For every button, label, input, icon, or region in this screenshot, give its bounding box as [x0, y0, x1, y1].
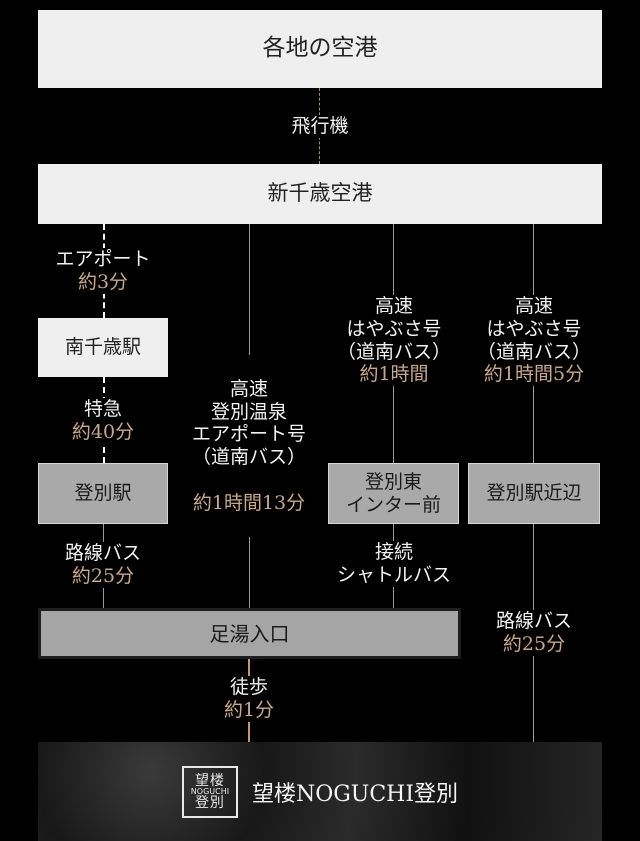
- edge-time: 約1分: [223, 698, 275, 721]
- edge-mode: 高速 はやぶさ号 （道南バス）: [336, 295, 451, 363]
- edge-label-local-bus: 路線バス 約25分: [48, 542, 158, 588]
- edge-label-local-bus-2: 路線バス 約25分: [478, 610, 590, 656]
- node-new-chitose-airport: 新千歳空港: [38, 164, 602, 224]
- edge-time: 約40分: [71, 420, 135, 443]
- node-destination: 望楼 NOGUCHI 登別 望楼NOGUCHI登別: [38, 742, 602, 841]
- node-label: 登別駅: [74, 482, 132, 505]
- node-label: 登別駅近辺: [486, 482, 582, 505]
- node-label: 各地の空港: [262, 35, 378, 62]
- edge-mode: 飛行機: [291, 115, 349, 137]
- edge-time: 約25分: [502, 632, 566, 655]
- logo-line: 登別: [194, 794, 225, 811]
- node-noboribetsu-station: 登別駅: [38, 463, 168, 524]
- edge-label-hayabusa-1: 高速 はやぶさ号 （道南バス） 約1時間: [330, 295, 458, 387]
- edge-mode: 路線バス: [64, 542, 141, 564]
- logo-line: 望楼: [194, 772, 225, 789]
- node-label: 南千歳駅: [64, 336, 141, 359]
- edge-time: 約25分: [71, 564, 135, 587]
- edge-time: 約1時間5分: [483, 363, 585, 386]
- node-label: 足湯入口: [209, 621, 290, 646]
- node-ashiyu-iriguchi: 足湯入口: [38, 608, 461, 659]
- edge-label-plane: 飛行機: [270, 115, 370, 138]
- edge-label-hayabusa-2: 高速 はやぶさ号 （道南バス） 約1時間5分: [466, 295, 602, 387]
- brand-logo: 望楼 NOGUCHI 登別: [181, 765, 238, 818]
- edge-label-shuttle: 接続 シャトルバス: [330, 541, 458, 587]
- logo-line: NOGUCHI: [190, 786, 230, 796]
- edge-label-express: 特急 約40分: [48, 398, 158, 444]
- edge-mode: 接続 シャトルバス: [336, 541, 451, 586]
- edge-time: 約1時間13分: [192, 491, 306, 514]
- node-minami-chitose-station: 南千歳駅: [38, 318, 168, 377]
- edge-time: 約3分: [77, 270, 129, 293]
- edge-time: 約1時間: [359, 363, 429, 386]
- node-origin-airports: 各地の空港: [38, 10, 602, 88]
- edge-mode: エアポート: [55, 248, 151, 270]
- node-noboribetsu-east-ic: 登別東 インター前: [328, 463, 459, 524]
- node-near-noboribetsu-station: 登別駅近辺: [468, 463, 600, 524]
- node-label: 登別東 インター前: [345, 470, 441, 516]
- destination-name: 望楼NOGUCHI登別: [251, 781, 459, 807]
- edge-mode: 徒歩: [229, 676, 268, 698]
- edge-mode: 路線バス: [495, 610, 572, 632]
- edge-mode: 特急: [83, 398, 122, 420]
- node-label: 新千歳空港: [267, 181, 373, 206]
- edge-label-walk: 徒歩 約1分: [203, 676, 295, 722]
- edge-mode: 高速 はやぶさ号 （道南バス）: [476, 295, 591, 363]
- edge-mode: 高速 登別温泉 エアポート号 （道南バス）: [191, 377, 306, 469]
- edge-label-onsen-airport-bus: 高速 登別温泉 エアポート号 （道南バス） 約1時間13分: [174, 355, 324, 538]
- edge-label-airport-train: エアポート 約3分: [43, 248, 163, 294]
